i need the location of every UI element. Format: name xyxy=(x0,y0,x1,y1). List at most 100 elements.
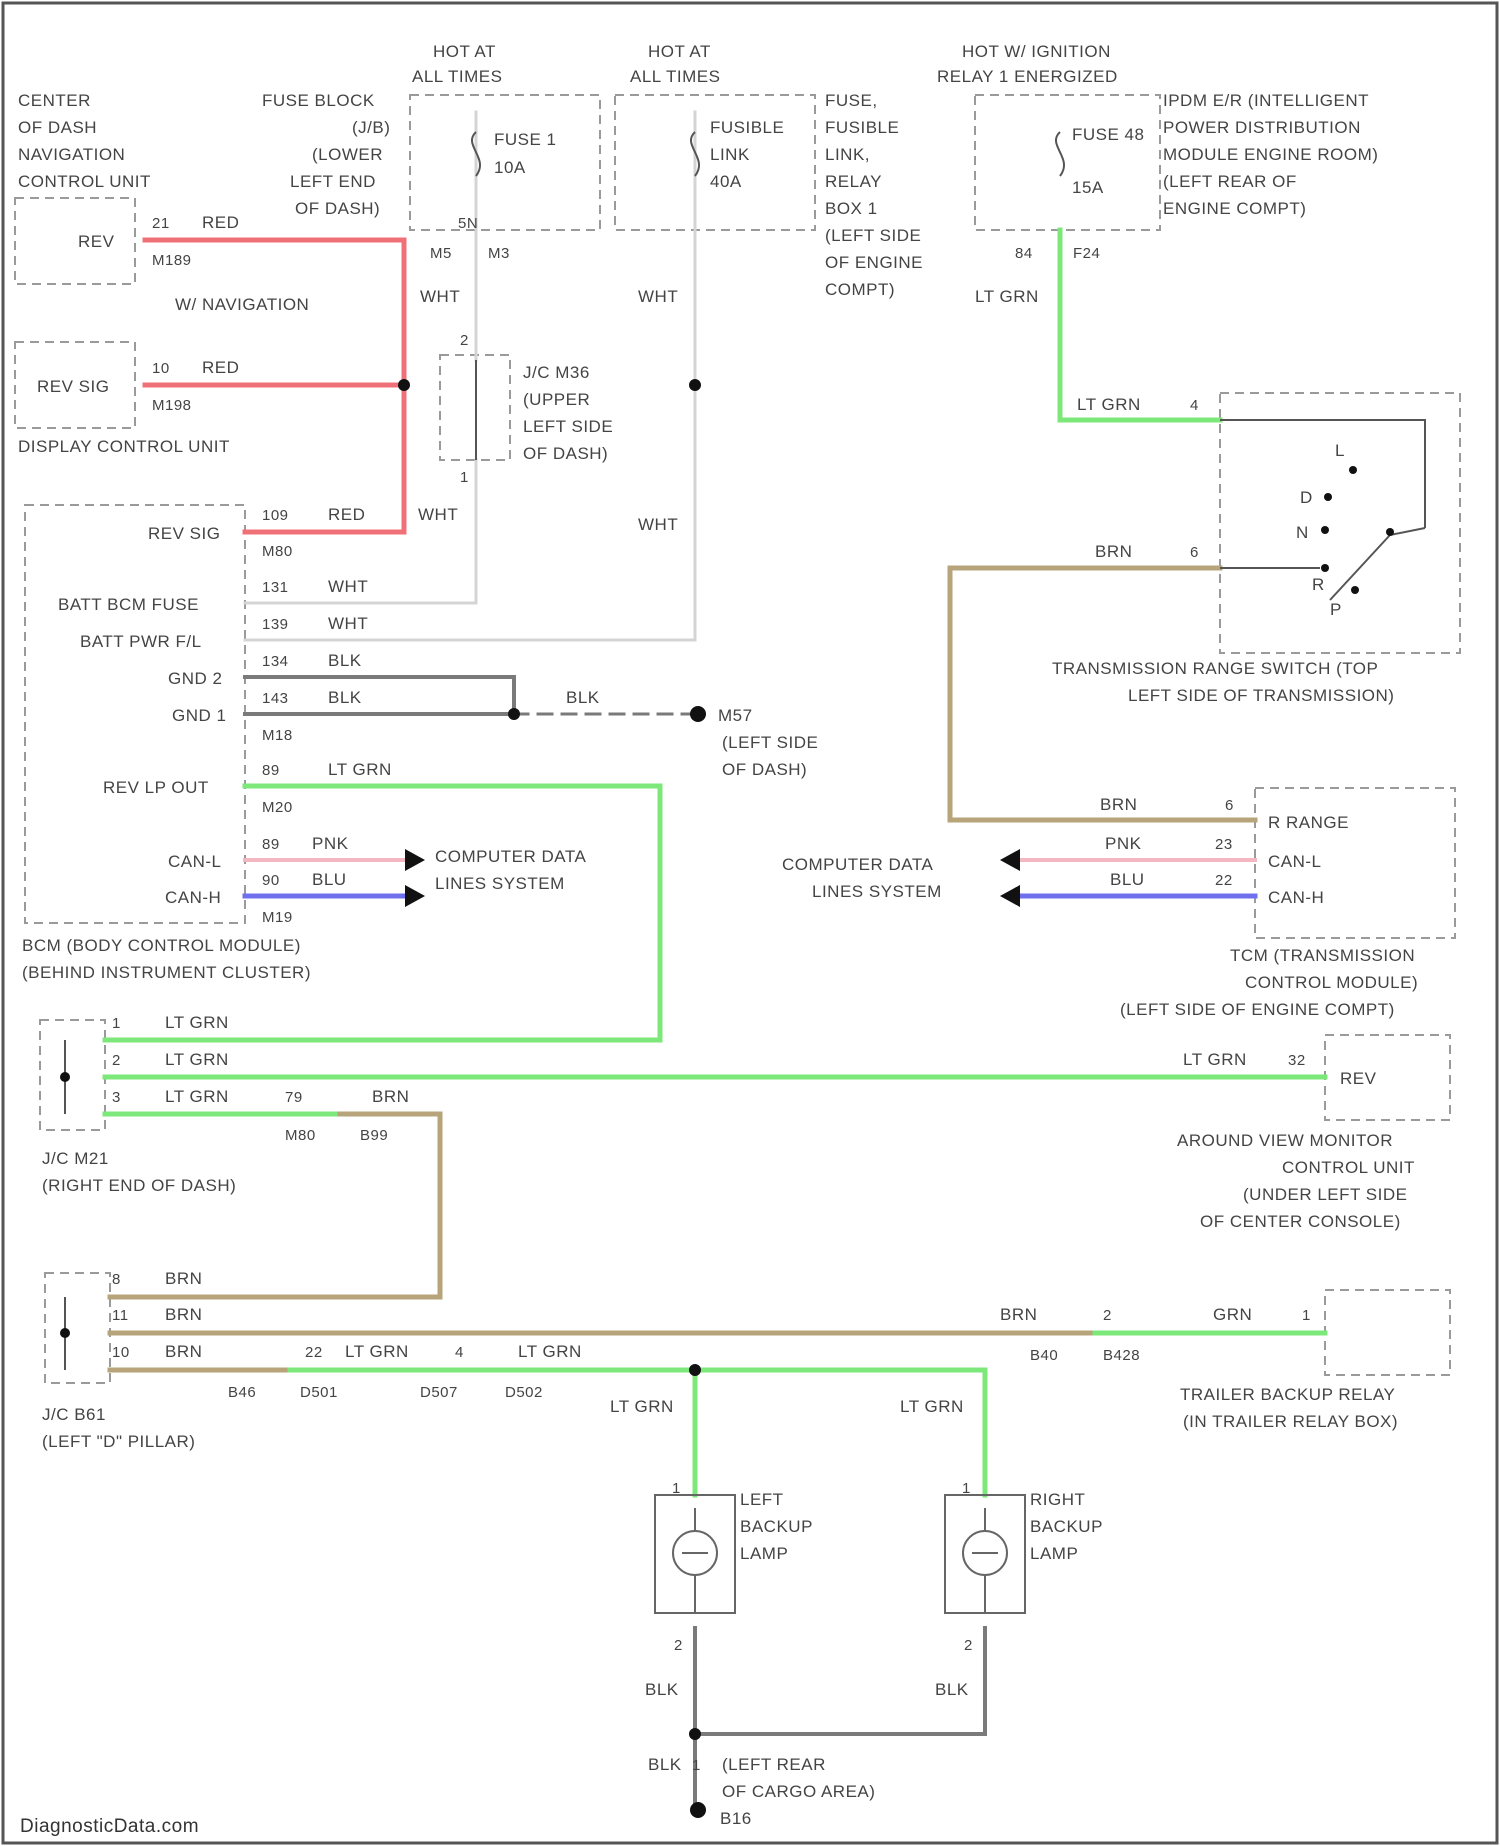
pin-tcm-canl: 23 xyxy=(1215,836,1233,853)
left-lamp-l2: BACKUP xyxy=(740,1517,813,1536)
avm-l1: AROUND VIEW MONITOR xyxy=(1177,1131,1393,1150)
fuse48-symbol xyxy=(1056,132,1064,176)
splice-gnd xyxy=(689,1728,701,1740)
frb-l2: FUSIBLE xyxy=(825,118,899,137)
ground-m57-node xyxy=(690,706,706,722)
diagram-frame xyxy=(3,3,1497,1843)
left-lamp-l3: LAMP xyxy=(740,1544,788,1563)
bcm-pin-batt-pwr-fl: BATT PWR F/L xyxy=(80,632,202,651)
jc-m36-l4: OF DASH) xyxy=(523,444,608,463)
conn-d501: D501 xyxy=(300,1384,338,1401)
fuse-block-l3: (LOWER xyxy=(312,145,383,164)
cdl-right-l2: LINES SYSTEM xyxy=(812,882,942,901)
jc-m36-l1: J/C M36 xyxy=(523,363,590,382)
b16-l1: (LEFT REAR xyxy=(722,1755,826,1774)
splice-b61 xyxy=(60,1328,70,1338)
pin-bcm-g2: 134 xyxy=(262,653,289,670)
conn-m19: M19 xyxy=(262,909,293,926)
bcm-pin-batt-bcm-fuse: BATT BCM FUSE xyxy=(58,595,199,614)
ipdm-l4: (LEFT REAR OF xyxy=(1163,172,1297,191)
label-wht-5: WHT xyxy=(328,577,368,596)
label-brn-b61-a: BRN xyxy=(165,1269,202,1288)
conn-m20: M20 xyxy=(262,799,293,816)
frb-l8: COMPT) xyxy=(825,280,895,299)
wire-ltgrn-bcm-m21 xyxy=(105,786,660,1040)
wire-color-labels: RED RED RED WHT WHT WHT WHT WHT WHT BLK … xyxy=(165,213,1252,1774)
label-grn-trailer: GRN xyxy=(1213,1305,1252,1324)
left-backup-lamp xyxy=(655,1495,735,1613)
conn-b428: B428 xyxy=(1103,1347,1140,1364)
pin-bcm-canh: 90 xyxy=(262,872,280,889)
trs-switch xyxy=(1220,420,1425,600)
conn-m18: M18 xyxy=(262,727,293,744)
cdl-right-l1: COMPUTER DATA xyxy=(782,855,933,874)
trs-pivot xyxy=(1386,528,1394,536)
label-brn-b61-b: BRN xyxy=(165,1305,202,1324)
frb-l7: OF ENGINE xyxy=(825,253,923,272)
bcm-pin-can-l: CAN-L xyxy=(168,852,222,871)
pin-lamp-l-bot: 2 xyxy=(674,1637,683,1654)
label-red-bcm: RED xyxy=(328,505,365,524)
trs-contact-l xyxy=(1349,466,1357,474)
conn-m3: M3 xyxy=(488,245,510,262)
trs-pos-l: L xyxy=(1335,441,1345,460)
pin-tcm-canh: 22 xyxy=(1215,872,1233,889)
label-ltgrn-m21-1: LT GRN xyxy=(165,1013,229,1032)
m57-label: M57 xyxy=(718,706,753,725)
trs-pos-p: P xyxy=(1330,600,1342,619)
fuse48-l1: FUSE 48 xyxy=(1072,125,1144,144)
label-blk-1: BLK xyxy=(328,651,362,670)
pin-jc-top: 2 xyxy=(460,332,469,349)
ipdm-box xyxy=(975,95,1160,230)
arrow-canh-right xyxy=(1000,885,1020,907)
label-ltgrn-right-lamp: LT GRN xyxy=(900,1397,964,1416)
label-pnk-bcm: PNK xyxy=(312,834,349,853)
bcm-pin-rev-lp-out: REV LP OUT xyxy=(103,778,209,797)
splice-m21 xyxy=(60,1072,70,1082)
label-ltgrn-m21-2: LT GRN xyxy=(165,1050,229,1069)
frb-l3: LINK, xyxy=(825,145,870,164)
bcm-l2: (BEHIND INSTRUMENT CLUSTER) xyxy=(22,963,311,982)
jc-m21-box xyxy=(40,1020,105,1130)
pin-m21-1: 1 xyxy=(112,1015,121,1032)
tcm-pin-can-h: CAN-H xyxy=(1268,888,1324,907)
hot2-line1: HOT AT xyxy=(648,42,711,61)
red-wires xyxy=(145,240,404,532)
frb-l6: (LEFT SIDE xyxy=(825,226,921,245)
tcm-l1: TCM (TRANSMISSION xyxy=(1230,946,1415,965)
conn-m80b: M80 xyxy=(285,1127,316,1144)
label-pnk-tcm: PNK xyxy=(1105,834,1142,853)
label-blu-tcm: BLU xyxy=(1110,870,1145,889)
trs-pos-d: D xyxy=(1300,488,1313,507)
splice-lamps xyxy=(689,1364,701,1376)
trs-contact-r xyxy=(1321,564,1329,572)
pin-b61-c: 10 xyxy=(112,1344,130,1361)
bcm-pin-gnd2: GND 2 xyxy=(168,669,222,688)
tcm-pin-can-l: CAN-L xyxy=(1268,852,1322,871)
component-labels: FUSE BLOCK (J/B) (LOWER LEFT END OF DASH… xyxy=(18,91,1418,1828)
b16-l2: OF CARGO AREA) xyxy=(722,1782,875,1801)
label-blk-4: BLK xyxy=(645,1680,679,1699)
b16-l3: B16 xyxy=(720,1809,752,1828)
trs-pos-n: N xyxy=(1296,523,1309,542)
fuse-block-l2: (J/B) xyxy=(352,118,390,137)
cdl-left-l2: LINES SYSTEM xyxy=(435,874,565,893)
label-red-nav: RED xyxy=(202,213,239,232)
label-wht-4: WHT xyxy=(638,515,678,534)
hot1-line1: HOT AT xyxy=(433,42,496,61)
bcm-pin-can-h: CAN-H xyxy=(165,888,221,907)
label-ltgrn-avm: LT GRN xyxy=(1183,1050,1247,1069)
left-lamp-l1: LEFT xyxy=(740,1490,784,1509)
jc-m36-l2: (UPPER xyxy=(523,390,590,409)
display-unit-label: DISPLAY CONTROL UNIT xyxy=(18,437,230,456)
pin-lamp-r-top: 1 xyxy=(962,1480,971,1497)
nav-pin-rev: REV xyxy=(78,232,115,251)
hot3-line2: RELAY 1 ENERGIZED xyxy=(937,67,1118,86)
pin-trs-in: 4 xyxy=(1190,397,1199,414)
label-ltgrn-trs: LT GRN xyxy=(1077,395,1141,414)
trailer-l2: (IN TRAILER RELAY BOX) xyxy=(1183,1412,1398,1431)
label-wht-2: WHT xyxy=(638,287,678,306)
pin-d-b: 4 xyxy=(455,1344,464,1361)
fuse-block-l5: OF DASH) xyxy=(295,199,380,218)
